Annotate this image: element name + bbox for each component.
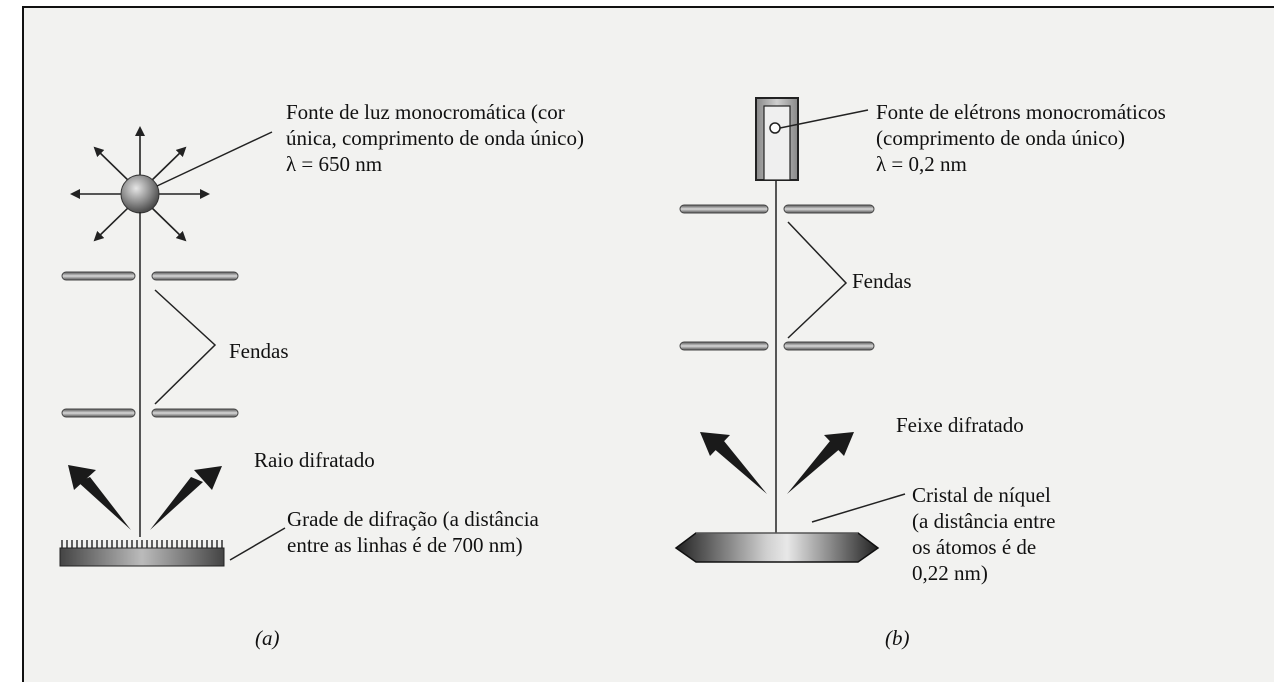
panel-b-slits [679,204,875,351]
panel-b-source-pointer [779,109,869,129]
figure-frame [22,6,1274,682]
panel-a-source-pointer [156,131,273,187]
light-source-sphere [120,174,160,214]
panel-a-slits-bracket [154,289,217,405]
panel-a-slits-label: Fendas [229,339,289,363]
panel-b-slits-label: Fendas [852,269,912,293]
panel-a-diffracted-rays [68,465,222,530]
panel-b-caption: (b) [885,626,910,650]
diffraction-grating [59,540,225,567]
panel-b-diffracted-label: Feixe difratado [896,413,1024,437]
panel-b-source-label: Fonte de elétrons monocromáticos (compri… [876,100,1166,176]
panel-b-slits-bracket [787,221,848,339]
electron-gun [755,97,799,181]
panel-a-slits [61,271,239,418]
panel-b-crystal-pointer [811,493,906,523]
panel-b-crystal-label: Cristal de níquel (a distância entre os … [912,483,1056,585]
panel-a-grating-pointer [229,527,286,561]
panel-a-source-label: Fonte de luz monocromática (cor única, c… [286,100,584,176]
nickel-crystal [674,532,880,563]
panel-a-caption: (a) [255,626,280,650]
panel-a-diffracted-label: Raio difratado [254,448,375,472]
panel-b-diffracted-rays [700,432,854,494]
panel-a-light-source-rays [70,126,210,242]
panel-a-grating-label: Grade de difração (a distância entre as … [287,507,539,557]
